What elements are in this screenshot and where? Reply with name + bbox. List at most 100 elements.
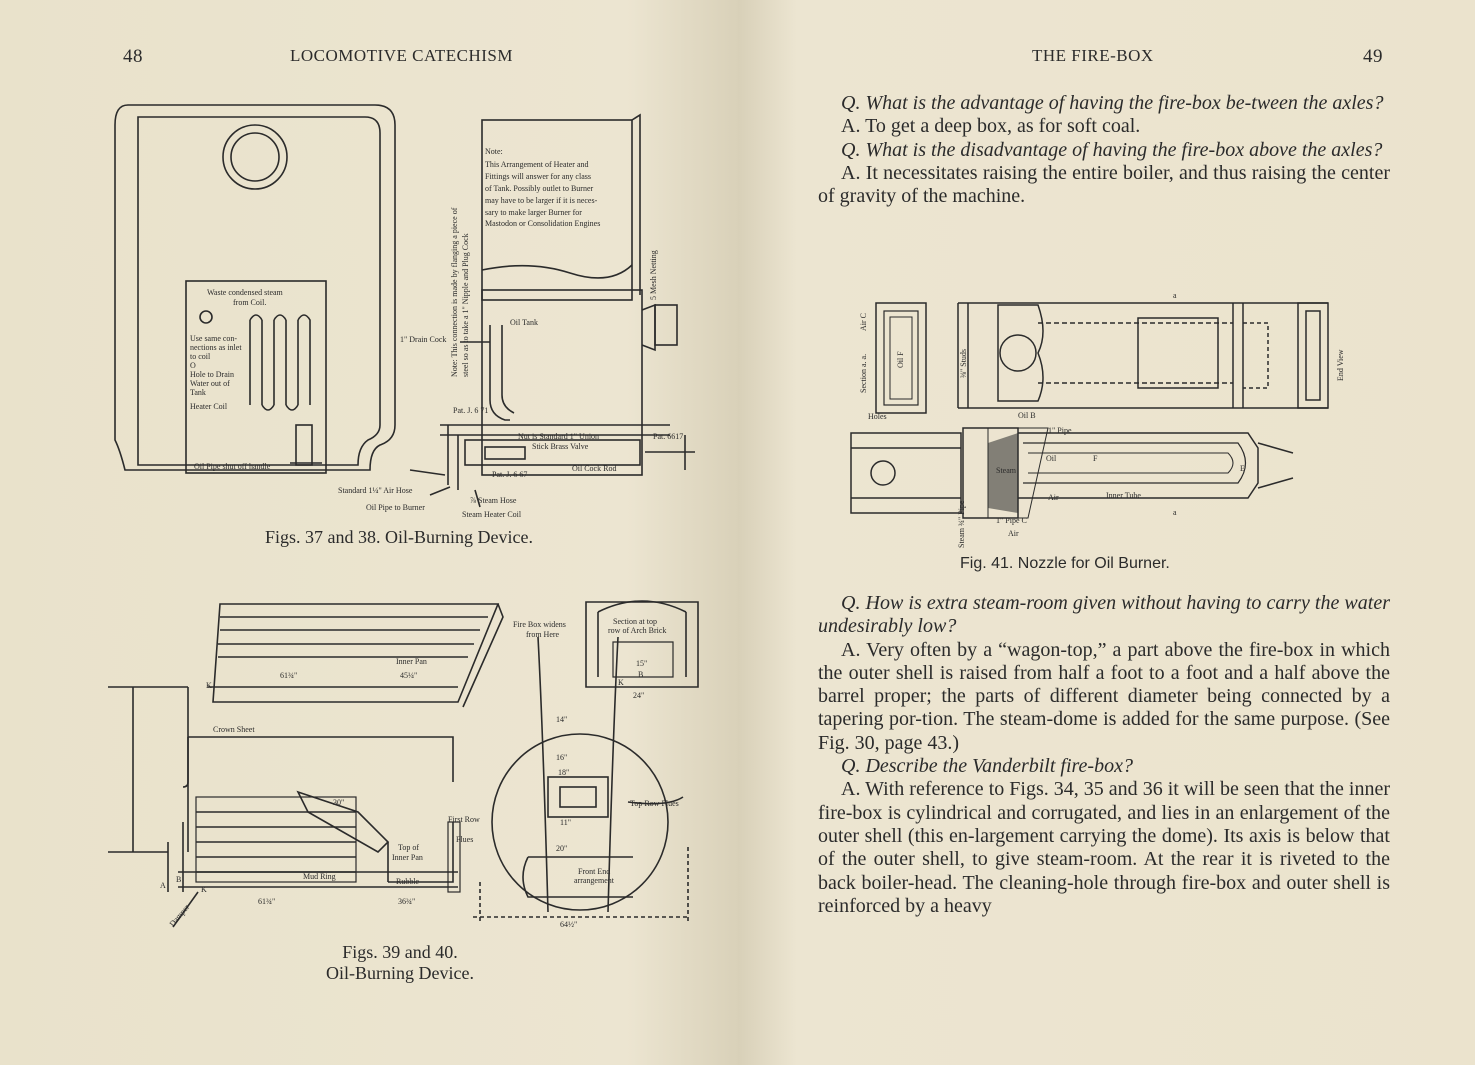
label-from-here: from Here xyxy=(526,630,560,639)
figure-41: Section a. a. Air C Oil F Holes ⅜" Studs… xyxy=(848,283,1353,548)
label-oil-pipe-burner: Oil Pipe to Burner xyxy=(366,503,425,512)
label-k3: K xyxy=(201,885,207,894)
label-first-row: First Row xyxy=(448,815,480,824)
label-use-same: Use same con- xyxy=(190,334,237,343)
right-page: THE FIRE-BOX 49 Q. What is the advantage… xyxy=(738,0,1475,1065)
label-pat-6617: Pat. 6617 xyxy=(653,432,683,441)
label-front-end: Front End xyxy=(578,867,610,876)
label-heater-coil: Heater Coil xyxy=(190,402,228,411)
label-nut: Nut is Standard 1" Union xyxy=(518,432,599,441)
label-dim-14: 14" xyxy=(556,715,567,724)
label-k1: K xyxy=(206,681,212,690)
label-note-2: Fittings will answer for any class xyxy=(485,172,591,181)
answer-2: A. It necessitates raising the entire bo… xyxy=(818,161,1390,208)
label-dim-45: 45¼" xyxy=(400,671,417,680)
label-f: F xyxy=(1093,454,1098,463)
label-air: Air xyxy=(1048,493,1059,502)
nozzle-oil-burner-drawing: Section a. a. Air C Oil F Holes ⅜" Studs… xyxy=(850,291,1345,548)
caption-fig-39-40: Figs. 39 and 40. Oil-Burning Device. xyxy=(300,942,500,984)
label-e: E xyxy=(1240,464,1245,473)
label-fire-box-widens: Fire Box widens xyxy=(513,620,566,629)
label-note-6: Mastodon or Consolidation Engines xyxy=(485,219,600,228)
label-a-bottom: a xyxy=(1173,508,1177,517)
label-inner-tube: Inner Tube xyxy=(1106,491,1141,500)
question-2: Q. What is the disadvantage of having th… xyxy=(841,138,1383,161)
answer-4: A. With reference to Figs. 34, 35 and 36… xyxy=(818,778,1390,917)
label-note-4: may have to be larger if it is neces- xyxy=(485,196,598,205)
label-a-top: a xyxy=(1173,291,1177,300)
label-note-1: This Arrangement of Heater and xyxy=(485,160,589,169)
oil-burning-device-drawing-2: Inner Pan 61¾" 45¼" K Fire Box widens fr… xyxy=(108,600,699,929)
answer-3: A. Very often by a “wagon-top,” a part a… xyxy=(818,638,1390,754)
label-dim-24: 24" xyxy=(633,691,644,700)
label-dim-30: 30" xyxy=(333,798,344,807)
figure-37-38: Waste condensed steam from Coil. Use sam… xyxy=(110,95,720,525)
label-steam-heater-coil: Steam Heater Coil xyxy=(462,510,522,519)
label-oil-f: Oil F xyxy=(896,351,905,368)
label-oil-tank: Oil Tank xyxy=(510,318,538,327)
label-note-title: Note: xyxy=(485,147,503,156)
label-note-vertical-2: steel so as to take a 1" Nipple and Plug… xyxy=(461,233,470,377)
label-nections: nections as inlet xyxy=(190,343,242,352)
oil-burning-device-drawing-1: Waste condensed steam from Coil. Use sam… xyxy=(114,104,695,519)
label-top-of: Top of xyxy=(398,843,419,852)
label-row-arch: row of Arch Brick xyxy=(608,626,666,635)
label-studs: ⅜" Studs xyxy=(959,349,968,378)
page-number-right: 49 xyxy=(1363,46,1383,67)
label-pat-j671: Pat. J. 6 71 xyxy=(453,406,488,415)
left-page: 48 LOCOMOTIVE CATECHISM xyxy=(0,0,738,1065)
label-dim-61b: 61¾" xyxy=(258,897,275,906)
label-a: A xyxy=(160,881,166,890)
label-inner-pan: Inner Pan xyxy=(396,657,427,666)
label-steam-pipe: Steam ¾" Pipe xyxy=(957,500,966,548)
label-section-top: Section at top xyxy=(613,617,657,626)
text-column: Q. What is the advantage of having the f… xyxy=(818,92,1390,208)
caption-fig-39-40-line2: Oil-Burning Device. xyxy=(326,963,474,983)
label-mud-ring: Mud Ring xyxy=(303,872,336,881)
figure-39-40: Inner Pan 61¾" 45¼" K Fire Box widens fr… xyxy=(108,582,713,937)
label-oil-b: Oil B xyxy=(1018,411,1036,420)
label-stick: Stick Brass Valve xyxy=(532,442,589,451)
label-dim-18: 18" xyxy=(558,768,569,777)
label-flues: Flues xyxy=(456,835,473,844)
label-to-coil: to coil xyxy=(190,352,211,361)
label-crown-sheet: Crown Sheet xyxy=(213,725,255,734)
label-end-view: End View xyxy=(1336,349,1345,381)
label-b: B xyxy=(638,670,643,679)
answer-1: A. To get a deep box, as for soft coal. xyxy=(841,115,1141,138)
label-oil: Oil xyxy=(1046,454,1057,463)
label-top-row-flues: Top Row Flues xyxy=(630,799,679,808)
label-dim-15: 15" xyxy=(636,659,647,668)
label-section: Section a. a. xyxy=(859,354,868,393)
question-1: Q. What is the advantage of having the f… xyxy=(841,92,1384,114)
question-3: Q. How is extra steam-room given without… xyxy=(818,592,1390,638)
label-dim-36: 36¾" xyxy=(398,897,415,906)
label-tank: Tank xyxy=(190,388,206,397)
label-from-coil: from Coil. xyxy=(233,298,266,307)
label-oil-pipe-shut: Oil Pipe shut off handle xyxy=(194,462,271,471)
label-rubble: Rubble xyxy=(396,877,420,886)
label-drain-cock: 1" Drain Cock xyxy=(400,335,446,344)
label-hole-drain: Hole to Drain xyxy=(190,370,234,379)
label-damper: Damper xyxy=(168,903,192,929)
label-inner-pan-2: Inner Pan xyxy=(392,853,423,862)
label-dim-11: 11" xyxy=(560,818,571,827)
label-pipe-1: 1" Pipe xyxy=(1048,426,1072,435)
question-4: Q. Describe the Vanderbilt fire-box? xyxy=(841,755,1133,778)
label-note-vertical: Note: This connection is made by flangin… xyxy=(450,207,459,377)
label-note-5: sary to make larger Burner for xyxy=(485,208,582,217)
running-head-right: THE FIRE-BOX xyxy=(1032,46,1154,65)
label-holes: Holes xyxy=(868,412,887,421)
label-dim-20: 20" xyxy=(556,844,567,853)
label-steam: Steam xyxy=(996,466,1017,475)
label-water-out: Water out of xyxy=(190,379,230,388)
label-arrangement: arrangement xyxy=(574,876,615,885)
caption-fig-37-38: Figs. 37 and 38. Oil-Burning Device. xyxy=(265,527,533,547)
label-air-hose: Standard 1¼" Air Hose xyxy=(338,486,413,495)
label-k2: K xyxy=(618,678,624,687)
label-dim-64: 64½" xyxy=(560,920,577,929)
caption-fig-39-40-line1: Figs. 39 and 40. xyxy=(342,942,458,962)
label-b2: B xyxy=(176,875,181,884)
label-air-c: Air C xyxy=(859,313,868,331)
